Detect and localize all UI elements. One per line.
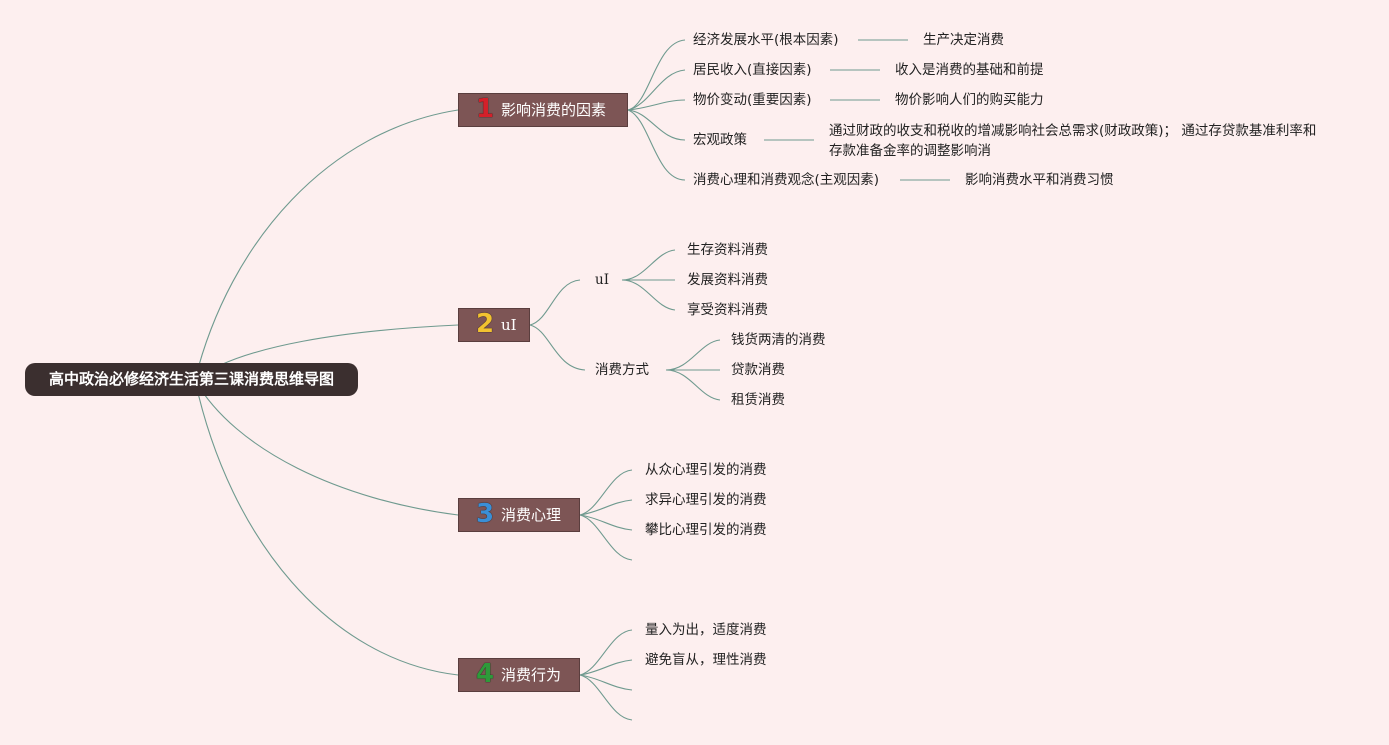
b2-group-2-child-2[interactable]: 贷款消费 (731, 362, 785, 378)
b4-item-1[interactable]: 量入为出，适度消费 (645, 622, 767, 638)
b2-group-2-child-3[interactable]: 租赁消费 (731, 392, 785, 408)
b1-item-2-detail[interactable]: 收入是消费的基础和前提 (895, 62, 1044, 78)
branch-3[interactable]: 3 消费心理 (458, 498, 580, 532)
b1-item-4-detail[interactable]: 通过财政的收支和税收的增减影响社会总需求(财政政策)； 通过存贷款基准利率和存款… (829, 123, 1317, 159)
b2-group-1-child-1[interactable]: 生存资料消费 (687, 242, 768, 258)
b2-group-1-child-2[interactable]: 发展资料消费 (687, 272, 768, 288)
branch-2[interactable]: 2 uI (458, 308, 530, 342)
branch-4-number: 4 (475, 659, 495, 689)
b3-item-2[interactable]: 求异心理引发的消费 (645, 492, 767, 508)
b3-item-1[interactable]: 从众心理引发的消费 (645, 462, 767, 478)
b1-item-2[interactable]: 居民收入(直接因素) (693, 62, 812, 78)
branch-1[interactable]: 1 影响消费的因素 (458, 93, 628, 127)
branch-2-label: uI (501, 316, 517, 334)
b1-item-5[interactable]: 消费心理和消费观念(主观因素) (693, 172, 880, 188)
branch-4-label: 消费行为 (501, 666, 562, 684)
b4-item-2[interactable]: 避免盲从，理性消费 (645, 652, 767, 668)
b2-group-2[interactable]: 消费方式 (595, 362, 649, 378)
b1-item-4[interactable]: 宏观政策 (693, 132, 747, 148)
b2-group-1-child-3[interactable]: 享受资料消费 (687, 302, 768, 318)
b2-group-1[interactable]: uI (595, 272, 610, 288)
b1-item-3[interactable]: 物价变动(重要因素) (693, 92, 812, 108)
connector-root-b3 (194, 379, 459, 516)
b1-item-1[interactable]: 经济发展水平(根本因素) (693, 32, 839, 48)
branch-1-number: 1 (475, 94, 495, 124)
root-topic[interactable]: 高中政治必修经济生活第三课消费思维导图 (25, 363, 358, 396)
b1-item-5-detail[interactable]: 影响消费水平和消费习惯 (965, 172, 1114, 188)
branch-4[interactable]: 4 消费行为 (458, 658, 580, 692)
b1-item-3-detail[interactable]: 物价影响人们的购买能力 (895, 92, 1044, 108)
branch-3-number: 3 (475, 499, 495, 529)
branch-2-number: 2 (475, 309, 495, 339)
b2-group-2-child-1[interactable]: 钱货两清的消费 (731, 332, 826, 348)
branch-3-label: 消费心理 (501, 506, 562, 524)
branch-1-label: 影响消费的因素 (501, 101, 607, 119)
connector-root-b1 (194, 109, 459, 381)
connector-root-b4 (194, 379, 459, 676)
b1-item-1-detail[interactable]: 生产决定消费 (923, 32, 1004, 48)
b3-item-3[interactable]: 攀比心理引发的消费 (645, 522, 767, 538)
